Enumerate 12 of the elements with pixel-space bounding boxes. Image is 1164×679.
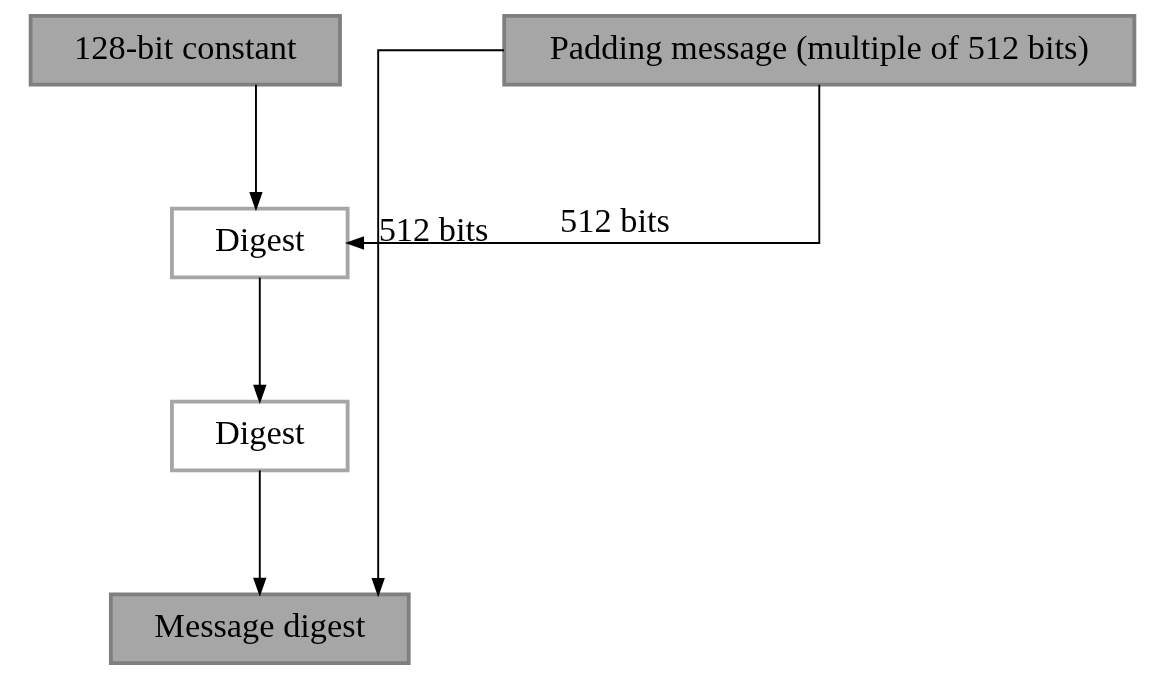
arrow bbox=[252, 469, 266, 597]
node-box: Digest bbox=[169, 206, 350, 280]
node-box: Digest bbox=[169, 399, 350, 473]
edge-label: 512 bits bbox=[378, 210, 488, 249]
edge-label: 512 bits bbox=[559, 201, 670, 240]
arrow bbox=[344, 83, 820, 250]
node-box: Message digest bbox=[108, 592, 411, 666]
arrow bbox=[371, 49, 505, 598]
node-box: 128-bit constant bbox=[28, 13, 342, 87]
arrow bbox=[252, 276, 266, 404]
node-box: Padding message (multiple of 512 bits) bbox=[501, 13, 1136, 87]
arrow bbox=[248, 83, 263, 212]
